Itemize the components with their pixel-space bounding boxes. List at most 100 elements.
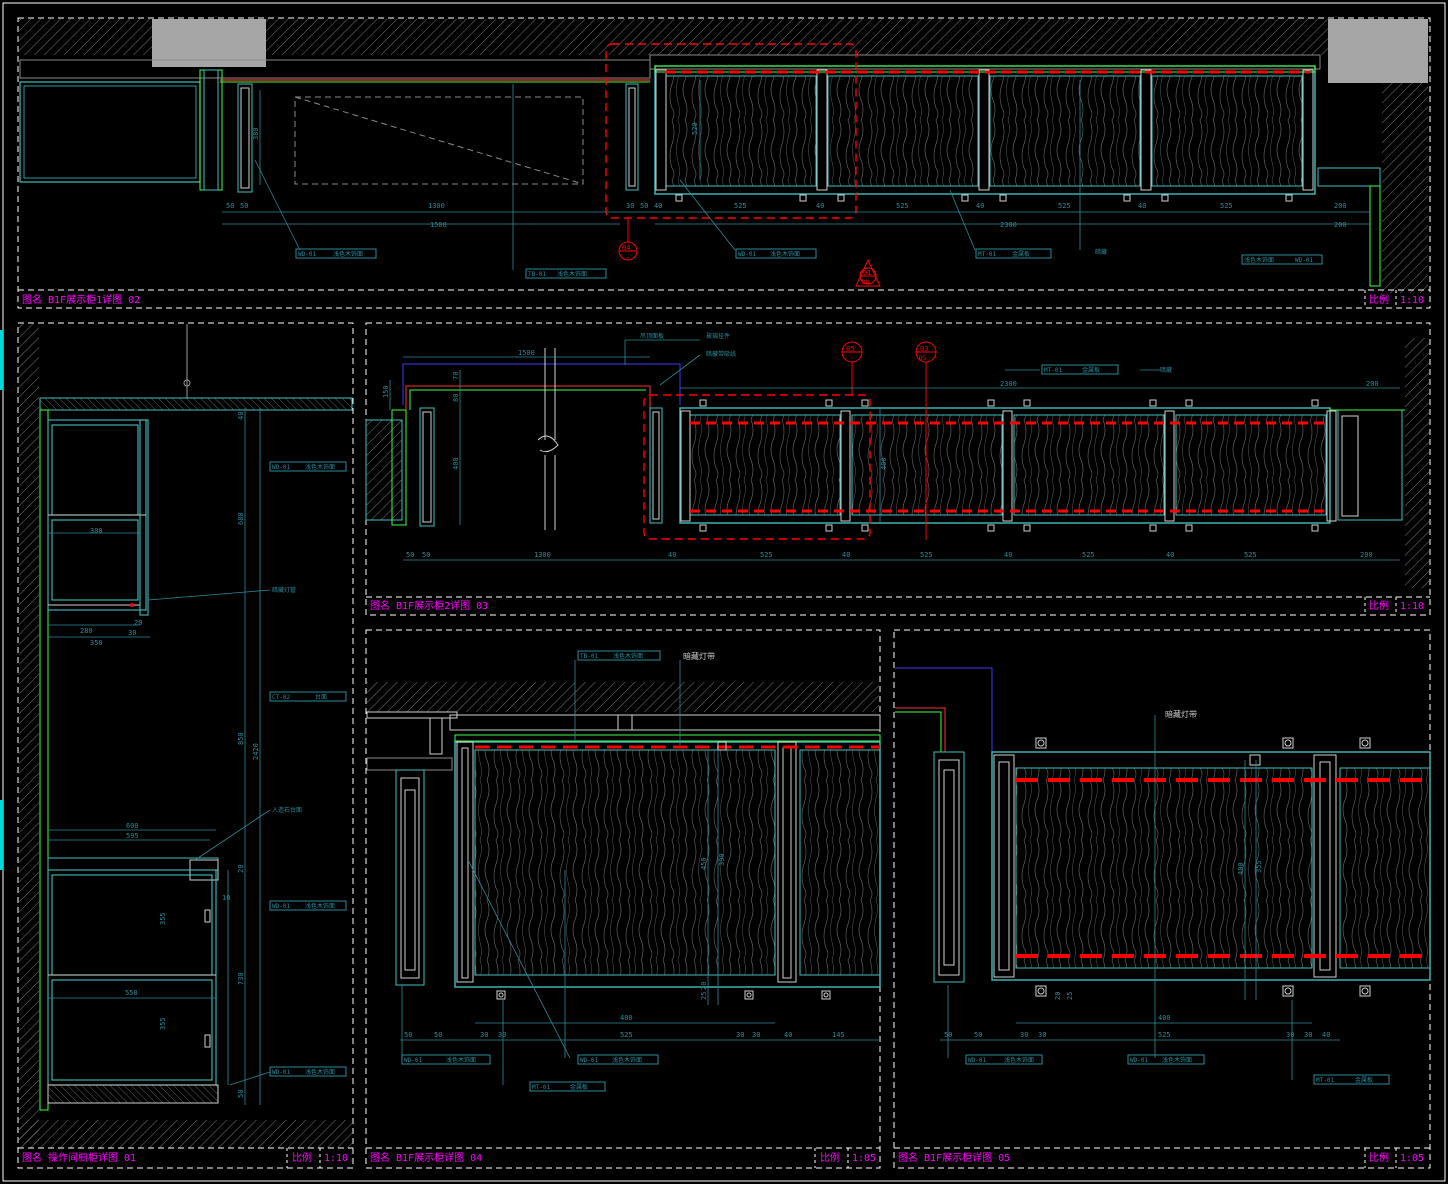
callout-sheet: - xyxy=(626,254,630,261)
tag-code: WD-01 xyxy=(272,903,290,910)
tag-desc: 浅色木饰面 xyxy=(305,463,335,471)
callout-number: 01 xyxy=(863,269,871,277)
tag-desc: 浅色木饰面 xyxy=(1244,256,1274,264)
tag-note: 吊顶面板 xyxy=(640,332,664,340)
edge-marker xyxy=(0,330,3,390)
dim-text: 40 xyxy=(816,202,824,210)
dim-text: 40 xyxy=(976,202,984,210)
dim-text: 200 xyxy=(1360,551,1373,559)
dim-text: 20 xyxy=(700,982,708,990)
panel-title: 图名 B1F展示柜1详图 02 xyxy=(22,293,140,306)
dim-text: 50 xyxy=(974,1031,982,1039)
dim-text: 1500 xyxy=(430,221,447,229)
elevation-marker xyxy=(855,258,881,287)
tag-code: MT-01 xyxy=(532,1084,550,1091)
dim-text: 350 xyxy=(90,639,103,647)
dim-text: 355 xyxy=(159,1017,167,1030)
dim-text: 200 xyxy=(1366,380,1379,388)
dim-text: 50 xyxy=(640,202,648,210)
tag-desc: 金属板 xyxy=(1355,1076,1373,1084)
tag-desc: 浅色木饰面 xyxy=(770,250,800,258)
dim-text: 200 xyxy=(1334,221,1347,229)
dim-text: 1500 xyxy=(518,349,535,357)
tag-desc: 浅色木饰面 xyxy=(613,652,643,660)
dim-text: 50 xyxy=(237,1090,245,1098)
tag-code: WD-01 xyxy=(738,251,756,258)
dim-text: 40 xyxy=(237,412,245,420)
dim-text: 30 xyxy=(128,629,136,637)
dim-text: 40 xyxy=(1138,202,1146,210)
panel-title: 图名 B1F展示柜2详图 03 xyxy=(370,599,488,612)
tag-code: WD-01 xyxy=(1130,1057,1148,1064)
tag-code: MT-01 xyxy=(1044,367,1062,374)
tag-note: 人造石台面 xyxy=(272,806,302,814)
dim-text: 150 xyxy=(382,385,390,398)
dim-text: 400 xyxy=(1158,1014,1171,1022)
dim-text: 525 xyxy=(1058,202,1071,210)
dim-text: 355 xyxy=(159,912,167,925)
tag-desc: 金属板 xyxy=(1082,366,1100,374)
dim-text: 525 xyxy=(620,1031,633,1039)
tag-note: 暗藏灯带 xyxy=(683,651,715,661)
dim-text: 20 xyxy=(237,865,245,873)
dim-text: 550 xyxy=(125,989,138,997)
dim-text: 30 xyxy=(1038,1031,1046,1039)
edge-marker xyxy=(0,800,3,870)
dim-text: 25 xyxy=(1066,992,1074,1000)
dim-text: 50 xyxy=(422,551,430,559)
dim-text: 10 xyxy=(222,894,230,902)
dim-text: 40 xyxy=(1322,1031,1330,1039)
dim-text: 200 xyxy=(1334,202,1347,210)
tag-code: WD-01 xyxy=(580,1057,598,1064)
dim-text: 600 xyxy=(126,822,139,830)
dim-text: 380 xyxy=(252,127,260,140)
dim-text: 525 xyxy=(1220,202,1233,210)
dim-text: 390 xyxy=(718,853,726,866)
tag-note: 暗藏带吸线 xyxy=(706,350,736,358)
dim-text: 80 xyxy=(452,394,460,402)
scale-value: 1:05 xyxy=(852,1153,876,1164)
tag-desc: 金属板 xyxy=(1012,250,1030,258)
dim-text: 145 xyxy=(832,1031,845,1039)
tag-desc: 浅色木饰面 xyxy=(333,250,363,258)
tag-desc: 浅色木饰面 xyxy=(557,270,587,278)
scale-value: 1:10 xyxy=(324,1153,348,1164)
scale-label: 比例 xyxy=(292,1151,312,1164)
tag-desc: 浅色木饰面 xyxy=(305,1068,335,1076)
callout-sheet: D8 xyxy=(862,279,870,286)
tag-code: WD-01 xyxy=(298,251,316,258)
dim-text: 40 xyxy=(784,1031,792,1039)
dim-text: 50 xyxy=(406,551,414,559)
scale-label: 比例 xyxy=(1369,599,1389,612)
dim-text: 300 xyxy=(90,527,103,535)
dim-text: 400 xyxy=(620,1014,633,1022)
panel-title: 图名 B1F展示柜详图 05 xyxy=(898,1151,1010,1164)
dim-text: 280 xyxy=(80,627,93,635)
dim-text: 40 xyxy=(1166,551,1174,559)
scale-value: 1:10 xyxy=(1400,601,1424,612)
tag-code: WD-01 xyxy=(968,1057,986,1064)
dim-text: 520 xyxy=(691,122,699,135)
dim-text: 680 xyxy=(237,512,245,525)
callout-number: 04 xyxy=(622,244,630,252)
dim-text: 50 xyxy=(226,202,234,210)
dim-text: 30 xyxy=(736,1031,744,1039)
tag-note: 暗藏灯带 xyxy=(1165,709,1197,719)
dim-text: 525 xyxy=(1244,551,1257,559)
dim-text: 2420 xyxy=(252,743,260,760)
tag-code: TB-01 xyxy=(580,653,598,660)
dim-text: 25 xyxy=(700,992,708,1000)
scale-value: 1:10 xyxy=(1400,295,1424,306)
tag-desc: 浅色木饰面 xyxy=(305,902,335,910)
tag-code: WD-01 xyxy=(1295,257,1313,264)
tag-desc: 浅色木饰面 xyxy=(446,1056,476,1064)
